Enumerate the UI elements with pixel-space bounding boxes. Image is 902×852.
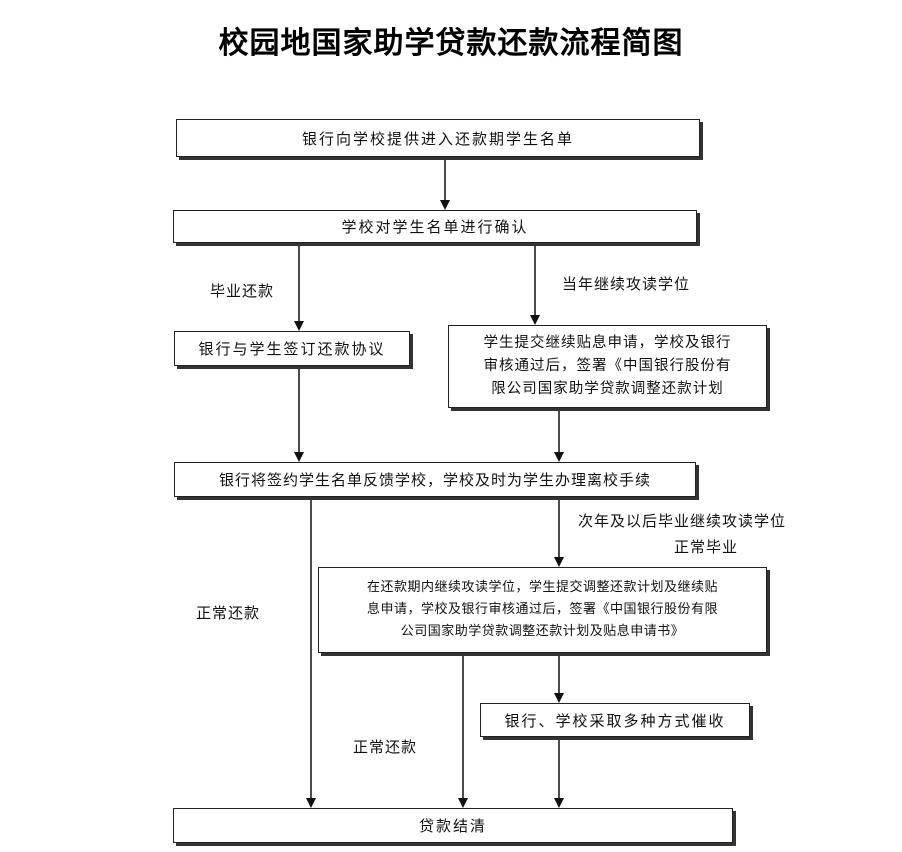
box-text: 银行将签约学生名单反馈学校，学校及时为学生办理离校手续 xyxy=(218,471,651,489)
box-in-period-continue: 在还款期内继续攻读学位，学生提交调整还款计划及继续贴 息申请，学校及银行审核通过… xyxy=(318,567,767,653)
label-normal-repay-left: 正常还款 xyxy=(196,604,261,622)
page-title: 校园地国家助学贷款还款流程简图 xyxy=(218,26,684,61)
box-text: 银行与学生签订还款协议 xyxy=(198,340,386,358)
label-normal-graduation: 正常毕业 xyxy=(674,538,739,556)
label-continue-study-year: 当年继续攻读学位 xyxy=(562,275,691,293)
box-text-line: 在还款期内继续攻读学位，学生提交调整还款计划及继续贴 xyxy=(366,580,718,595)
box-collection: 银行、学校采取多种方式催收 xyxy=(480,703,750,737)
box-text-line: 息申请，学校及银行审核通过后，签署《中国银行股份有限 xyxy=(366,602,718,617)
box-sign-agreement: 银行与学生签订还款协议 xyxy=(174,331,410,366)
label-graduate-repay: 毕业还款 xyxy=(210,282,275,300)
box-text-line: 学生提交继续贴息申请，学校及银行 xyxy=(483,335,732,351)
label-next-year-continue: 次年及以后毕业继续攻读学位 xyxy=(578,512,787,530)
box-bank-provides-list: 银行向学校提供进入还款期学生名单 xyxy=(176,119,700,157)
box-loan-settled: 贷款结清 xyxy=(173,808,733,843)
box-text: 学校对学生名单进行确认 xyxy=(341,218,529,236)
box-school-confirms: 学校对学生名单进行确认 xyxy=(173,210,697,243)
box-text: 贷款结清 xyxy=(418,817,487,835)
label-normal-repay-mid: 正常还款 xyxy=(353,738,418,756)
box-text-line: 公司国家助学贷款调整还款计划及贴息申请书》 xyxy=(400,624,685,639)
box-text-line: 审核通过后，签署《中国银行股份有 xyxy=(483,358,732,374)
box-feedback-to-school: 银行将签约学生名单反馈学校，学校及时为学生办理离校手续 xyxy=(174,462,696,497)
box-text-line: 限公司国家助学贷款调整还款计划 xyxy=(491,381,724,397)
box-text: 银行向学校提供进入还款期学生名单 xyxy=(301,129,574,148)
box-continue-study-apply: 学生提交继续贴息申请，学校及银行 审核通过后，签署《中国银行股份有 限公司国家助… xyxy=(448,325,767,408)
box-text: 银行、学校采取多种方式催收 xyxy=(504,711,726,730)
